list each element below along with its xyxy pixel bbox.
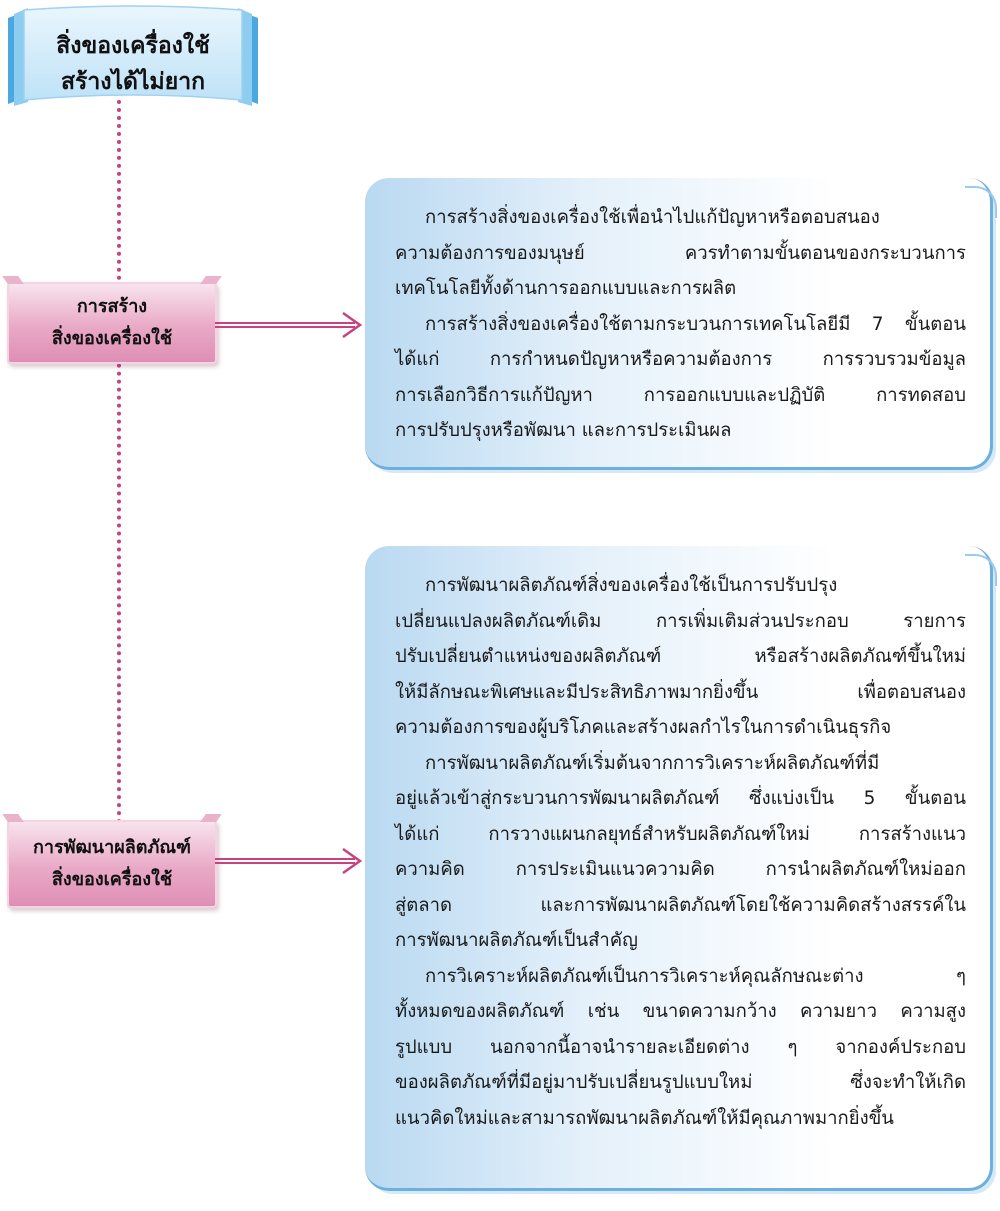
text-line: รูปแบบ นอกจากนี้อาจนำรายละเอียดต่าง ๆ จา…: [395, 1036, 966, 1058]
text-line: การเลือกวิธีการแก้ปัญหา การออกแบบและปฏิบ…: [395, 384, 966, 406]
text-line: ทั้งหมดของผลิตภัณฑ์ เช่น ขนาดความกว้าง ค…: [395, 1001, 966, 1022]
text-line: เปลี่ยนแปลงผลิตภัณฑ์เดิม การเพิ่มเติมส่ว…: [395, 610, 966, 632]
development-paragraph-2: การพัฒนาผลิตภัณฑ์เริ่มต้นจากการวิเคราะห์…: [395, 746, 966, 959]
label-creation-line-2: สิ่งของเครื่องใช้: [51, 328, 173, 349]
creation-text-box: การสร้างสิ่งของเครื่องใช้เพื่อนำไปแก้ปัญ…: [365, 178, 997, 470]
text-line: สู่ตลาด และการพัฒนาผลิตภัณฑ์โดยใช้ความคิ…: [395, 894, 966, 916]
title-text: สิ่งของเครื่องใช้ สร้างได้ไม่ยาก: [8, 28, 258, 100]
label-development-line-1: การพัฒนาผลิตภัณฑ์: [33, 837, 191, 858]
vertical-connector: [117, 100, 121, 840]
text-line: ให้มีลักษณะพิเศษและมีประสิทธิภาพมากยิ่งข…: [395, 681, 966, 703]
text-line: การวิเคราะห์ผลิตภัณฑ์เป็นการวิเคราะห์คุณ…: [425, 965, 966, 987]
text-line: ของผลิตภัณฑ์ที่มีอยู่มาปรับเปลี่ยนรูปแบบ…: [395, 1072, 966, 1093]
banner-shape: [8, 5, 258, 106]
creation-paragraph-1: การสร้างสิ่งของเครื่องใช้เพื่อนำไปแก้ปัญ…: [395, 200, 966, 307]
text-line: การปรับปรุงหรือพัฒนา และการประเมินผล: [395, 420, 732, 441]
development-paragraph-1: การพัฒนาผลิตภัณฑ์สิ่งของเครื่องใช้เป็นกา…: [395, 568, 966, 746]
text-line: การสร้างสิ่งของเครื่องใช้ตามกระบวนการเทค…: [425, 313, 966, 335]
text-line: ความต้องการของมนุษย์ ควรทำตามขั้นตอนของก…: [395, 242, 966, 264]
title-line-2: สร้างได้ไม่ยาก: [60, 69, 206, 95]
text-line: การพัฒนาผลิตภัณฑ์เป็นสำคัญ: [395, 930, 638, 951]
text-line: การสร้างสิ่งของเครื่องใช้เพื่อนำไปแก้ปัญ…: [425, 207, 880, 228]
title-banner: สิ่งของเครื่องใช้ สร้างได้ไม่ยาก: [8, 4, 258, 108]
arrow-to-creation-box: [215, 311, 363, 339]
text-line: การพัฒนาผลิตภัณฑ์เริ่มต้นจากการวิเคราะห์…: [425, 752, 880, 774]
text-line: การพัฒนาผลิตภัณฑ์สิ่งของเครื่องใช้เป็นกา…: [425, 575, 838, 596]
label-creation-line-1: การสร้าง: [76, 296, 148, 317]
text-line: อยู่แล้วเข้าสู่กระบวนการพัฒนาผลิตภัณฑ์ ซ…: [395, 788, 966, 809]
development-text-box: การพัฒนาผลิตภัณฑ์สิ่งของเครื่องใช้เป็นกา…: [365, 546, 997, 1191]
text-line: ได้แก่ การกำหนดปัญหาหรือความต้องการ การร…: [395, 349, 966, 370]
label-development-line-2: สิ่งของเครื่องใช้: [51, 869, 173, 890]
text-line: ความคิด การประเมินแนวความคิด การนำผลิตภั…: [395, 859, 966, 880]
label-creation: การสร้าง สิ่งของเครื่องใช้: [7, 282, 217, 364]
label-development: การพัฒนาผลิตภัณฑ์ สิ่งของเครื่องใช้: [7, 820, 217, 908]
text-line: ความต้องการของผู้บริโภคและสร้างผลกำไรในก…: [395, 717, 892, 738]
creation-paragraph-2: การสร้างสิ่งของเครื่องใช้ตามกระบวนการเทค…: [395, 307, 966, 449]
text-line: แนวคิดใหม่และสามารถพัฒนาผลิตภัณฑ์ให้มีคุ…: [395, 1107, 894, 1129]
title-line-1: สิ่งของเครื่องใช้: [56, 33, 210, 59]
text-line: เทคโนโลยีทั้งด้านการออกแบบและการผลิต: [395, 278, 737, 299]
text-line: ได้แก่ การวางแผนกลยุทธ์สำหรับผลิตภัณฑ์ให…: [395, 823, 966, 845]
development-paragraph-3: การวิเคราะห์ผลิตภัณฑ์เป็นการวิเคราะห์คุณ…: [395, 959, 966, 1137]
text-line: ปรับเปลี่ยนตำแหน่งของผลิตภัณฑ์ หรือสร้าง…: [395, 646, 966, 667]
arrow-to-development-box: [215, 847, 363, 875]
